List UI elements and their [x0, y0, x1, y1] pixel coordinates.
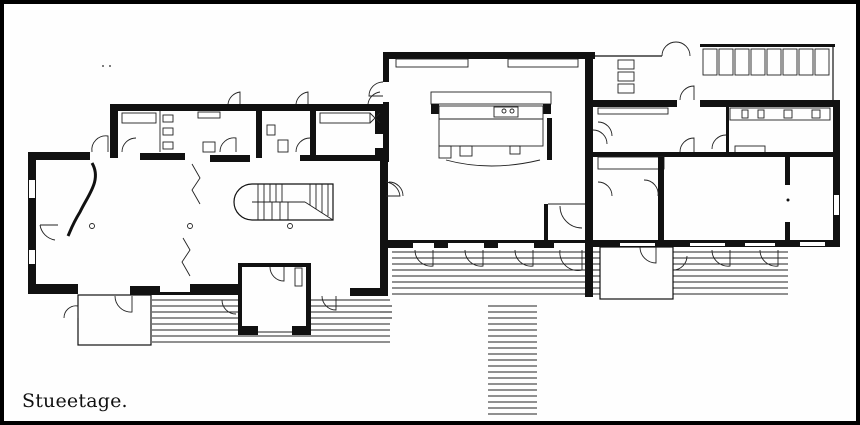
- entry-porch: [63, 294, 152, 346]
- right-wing: [585, 41, 840, 300]
- service-rooms: [91, 91, 383, 160]
- living-hall: [28, 152, 401, 296]
- terrace-hatching: [152, 249, 788, 415]
- floor-plan: [28, 41, 840, 415]
- plan-caption: Stueetage.: [22, 390, 128, 412]
- kitchen-block: [368, 52, 608, 297]
- drawing-sheet: Stueetage.: [4, 4, 856, 421]
- garden-pavilion: [238, 263, 311, 335]
- staircase: [233, 183, 334, 221]
